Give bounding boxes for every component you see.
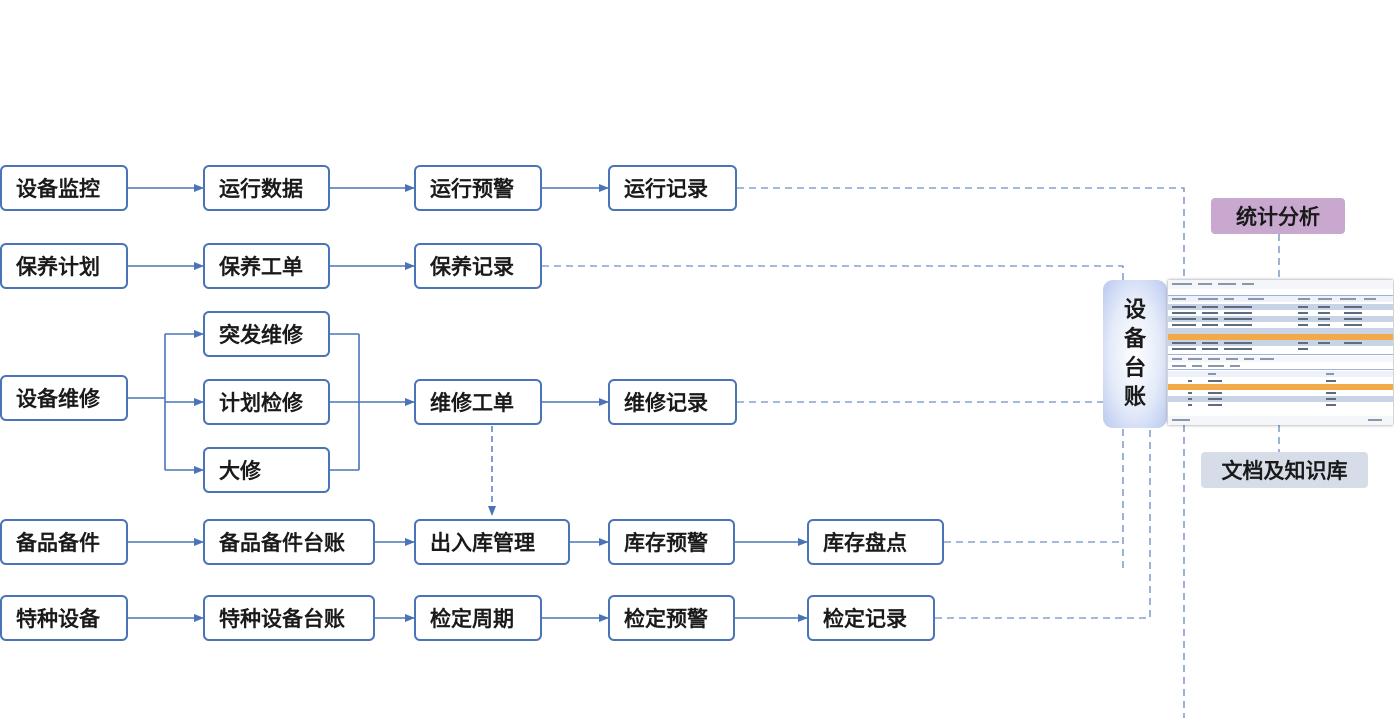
- node-equipment-repair: 设备维修: [0, 375, 128, 421]
- node-spare-parts-ledger: 备品备件台账: [203, 519, 375, 565]
- node-maintenance-order: 保养工单: [203, 243, 330, 289]
- node-maintenance-record: 保养记录: [414, 243, 542, 289]
- node-equipment-monitoring: 设备监控: [0, 165, 128, 211]
- node-repair-order: 维修工单: [414, 379, 542, 425]
- node-calibration-record: 检定记录: [807, 595, 935, 641]
- node-maintenance-plan: 保养计划: [0, 243, 128, 289]
- dashed-link-monitor: [737, 187, 1185, 718]
- node-calibration-cycle: 检定周期: [414, 595, 542, 641]
- node-stock-inventory: 库存盘点: [807, 519, 944, 565]
- statistics-analysis-label: 统计分析: [1211, 198, 1345, 234]
- thumbnail-graphic: [1168, 280, 1393, 425]
- ledger-software-thumbnail: [1168, 280, 1393, 425]
- dashed-link-special: [935, 425, 1151, 619]
- node-special-equipment: 特种设备: [0, 595, 128, 641]
- ledger-char: 备: [1123, 326, 1146, 352]
- dashed-link-maint: [542, 265, 1124, 570]
- docs-knowledge-base-label: 文档及知识库: [1201, 452, 1368, 488]
- ledger-char: 账: [1123, 384, 1146, 410]
- node-running-warning: 运行预警: [414, 165, 542, 211]
- node-running-record: 运行记录: [608, 165, 737, 211]
- node-major-repair: 大修: [203, 447, 330, 493]
- node-planned-overhaul: 计划检修: [203, 379, 330, 425]
- ledger-char: 设: [1123, 297, 1146, 323]
- node-stock-warning: 库存预警: [608, 519, 735, 565]
- node-repair-record: 维修记录: [608, 379, 737, 425]
- node-running-data: 运行数据: [203, 165, 330, 211]
- node-calibration-warning: 检定预警: [608, 595, 735, 641]
- node-spare-parts: 备品备件: [0, 519, 128, 565]
- node-special-equipment-ledger: 特种设备台账: [203, 595, 375, 641]
- node-sudden-repair: 突发维修: [203, 311, 330, 357]
- equipment-ledger-hub: 设 备 台 账: [1103, 280, 1167, 428]
- ledger-char: 台: [1123, 355, 1146, 381]
- node-stock-in-out: 出入库管理: [414, 519, 570, 565]
